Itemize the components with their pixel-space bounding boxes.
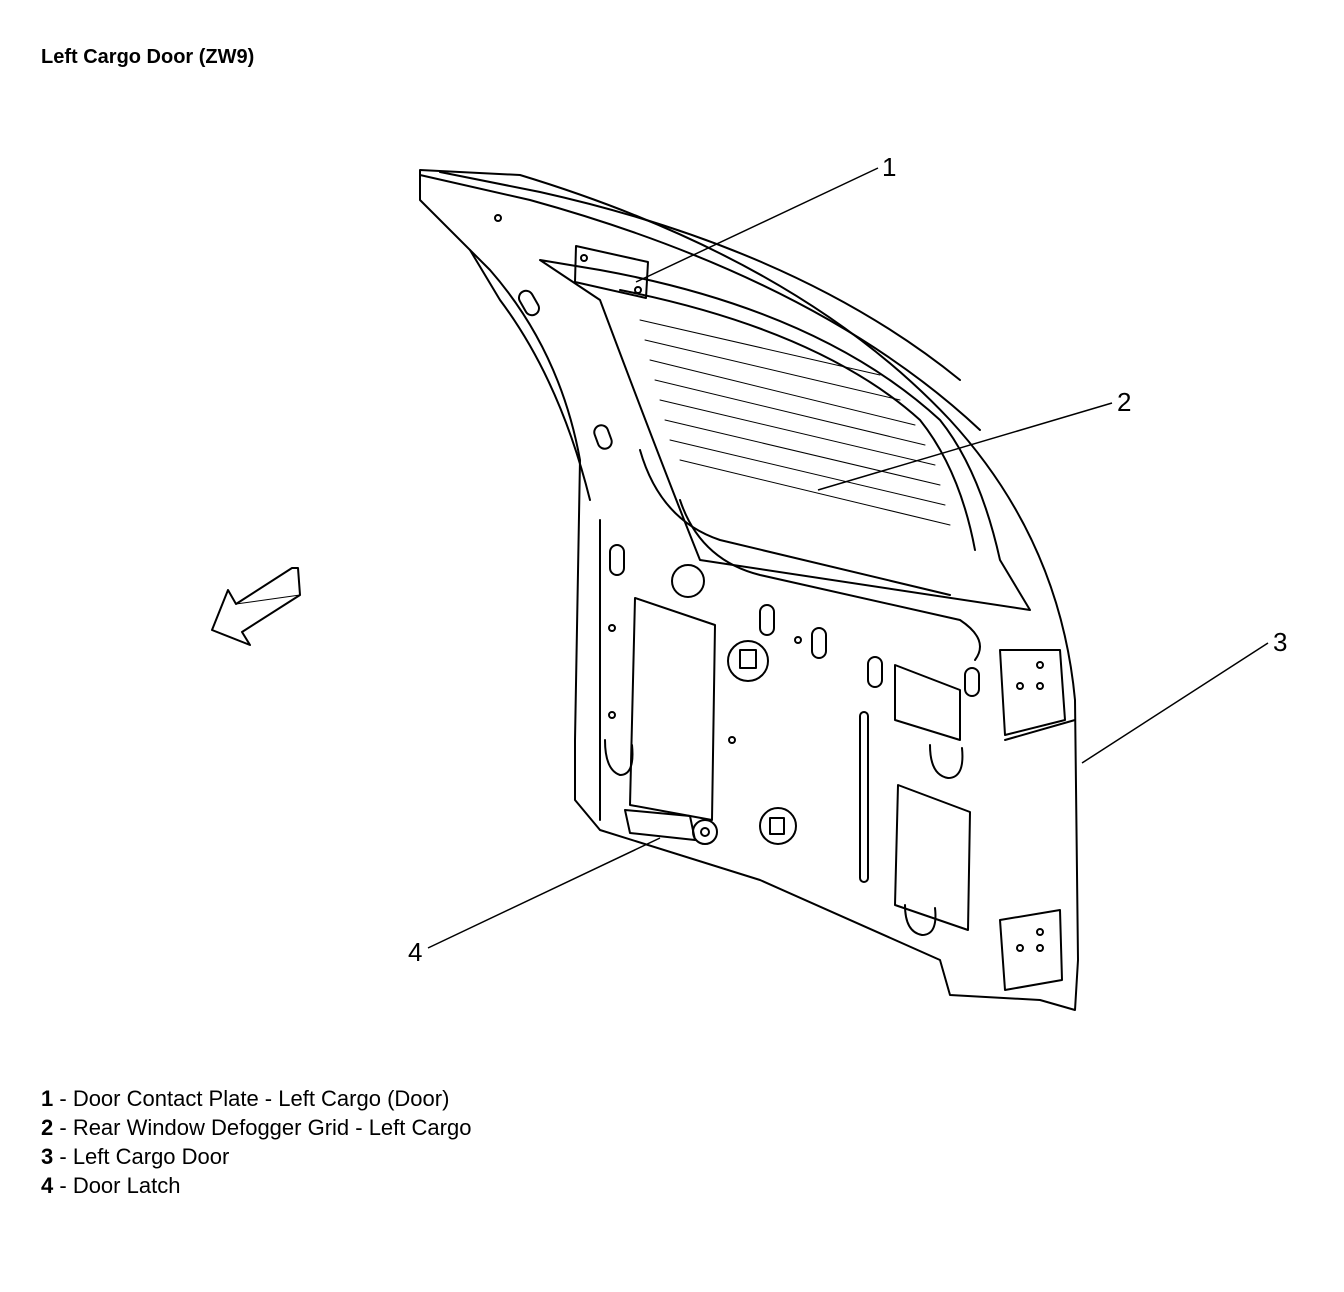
legend-item: 3 - Left Cargo Door: [41, 1142, 471, 1171]
page-title: Left Cargo Door (ZW9): [41, 46, 255, 68]
legend-number: 2: [41, 1115, 54, 1140]
legend-item: 4 - Door Latch: [41, 1171, 471, 1200]
legend-text: Left Cargo Door: [72, 1144, 230, 1169]
leader-line-3: [1081, 642, 1269, 764]
legend-separator: -: [53, 1173, 73, 1198]
callout-3: 3: [1273, 627, 1287, 657]
legend-number: 1: [41, 1086, 54, 1111]
callout-4: 4: [408, 937, 422, 967]
legend-item: 1 - Door Contact Plate - Left Cargo (Doo…: [41, 1084, 471, 1113]
callout-2: 2: [1117, 387, 1131, 417]
leader-line-1: [635, 167, 879, 283]
legend-text: Door Latch: [72, 1173, 181, 1198]
leader-line-2: [817, 402, 1113, 491]
window-frame: [539, 259, 1031, 611]
defogger-grid: [639, 319, 951, 526]
direction-arrow: [211, 567, 301, 646]
legend-separator: -: [53, 1144, 73, 1169]
door-latch: [624, 809, 696, 841]
legend-separator: -: [53, 1086, 73, 1111]
parts-legend: 1 - Door Contact Plate - Left Cargo (Doo…: [41, 1084, 471, 1200]
legend-item: 2 - Rear Window Defogger Grid - Left Car…: [41, 1113, 471, 1142]
legend-number: 3: [41, 1144, 54, 1169]
legend-text: Rear Window Defogger Grid - Left Cargo: [72, 1115, 472, 1140]
leader-line-4: [427, 837, 661, 949]
door-outline: [419, 169, 1079, 1011]
legend-text: Door Contact Plate - Left Cargo (Door): [72, 1086, 450, 1111]
legend-number: 4: [41, 1173, 54, 1198]
legend-separator: -: [53, 1115, 73, 1140]
contact-plate: [574, 245, 649, 299]
callout-1: 1: [882, 152, 896, 182]
